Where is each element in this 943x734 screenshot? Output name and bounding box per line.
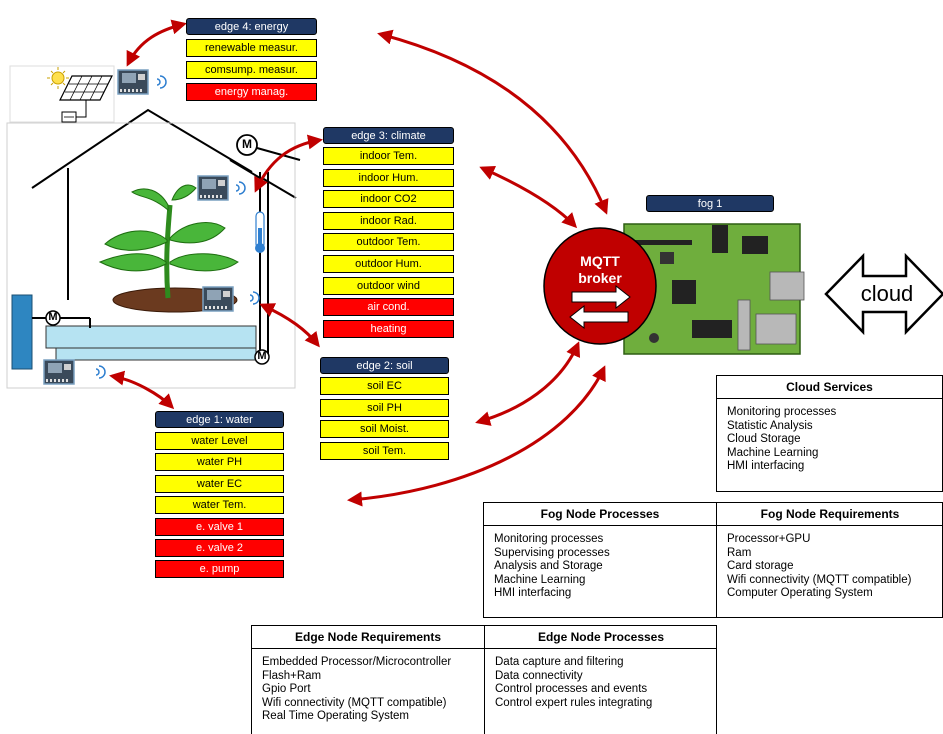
fog-requirements-header: Fog Node Requirements <box>717 503 943 526</box>
thermometer-icon <box>255 211 265 253</box>
edge4-item: renewable measur. <box>186 39 317 57</box>
broker-label-line2: broker <box>578 270 622 286</box>
table-row: Analysis and Storage <box>494 560 603 572</box>
edge3-item: outdoor Hum. <box>323 255 454 273</box>
edge4-item: energy manag. <box>186 83 317 101</box>
table-row: Wifi connectivity (MQTT compatible) <box>262 696 447 709</box>
table-row: Monitoring processes <box>727 406 837 418</box>
edge1-item: water EC <box>155 474 284 493</box>
motor-label-roof: M <box>242 137 252 151</box>
edge-node-table: Edge Node Requirements Embedded Processo… <box>251 625 717 734</box>
edge3-item: indoor Rad. <box>323 211 454 230</box>
table-row: Gpio Port <box>262 683 311 695</box>
table-row: Cloud Storage <box>727 433 801 445</box>
edge-requirements-header: Edge Node Requirements <box>252 626 484 649</box>
edge3-item: indoor Hum. <box>323 168 454 187</box>
edge3-header: edge 3: climate <box>323 127 454 144</box>
motor-label-tank: M <box>48 311 58 323</box>
table-row: Monitoring processes <box>494 533 604 545</box>
edge1-item: e. pump <box>155 560 284 579</box>
table-row: Processor+GPU <box>727 533 811 545</box>
broker-label-line1: MQTT <box>580 253 620 269</box>
edge1-item: water Level <box>155 432 284 450</box>
edge2-item: soil Moist. <box>320 420 449 438</box>
edge1-header: edge 1: water <box>155 411 284 428</box>
cloud-arrow-icon <box>824 252 943 336</box>
edge-table-divider <box>484 626 485 734</box>
edge2-header: edge 2: soil <box>320 357 449 374</box>
table-row: Data connectivity <box>495 669 583 682</box>
edge4-item: comsump. measur. <box>186 61 317 79</box>
edge3-item: outdoor Tem. <box>323 233 454 252</box>
table-row: Wifi connectivity (MQTT compatible) <box>727 573 912 586</box>
battery-icon <box>61 111 87 123</box>
edge3-item: air cond. <box>323 298 454 317</box>
table-row: Ram <box>727 546 752 559</box>
cloud-services-header: Cloud Services <box>717 376 942 399</box>
fog-processes-header: Fog Node Processes <box>484 503 716 526</box>
sun-icon <box>47 67 69 89</box>
cloud-label: cloud <box>860 281 914 306</box>
edge-processes-header: Edge Node Processes <box>485 626 717 649</box>
edge2-item: soil PH <box>320 398 449 417</box>
edge3-item: indoor CO2 <box>323 190 454 209</box>
edge3-item: heating <box>323 319 454 338</box>
table-row: Data capture and filtering <box>495 656 624 668</box>
table-row: HMI interfacing <box>494 587 572 599</box>
table-row: Machine Learning <box>494 573 586 586</box>
table-row: Flash+Ram <box>262 669 322 682</box>
table-row: Statistic Analysis <box>727 419 813 432</box>
table-row: Supervising processes <box>494 546 610 559</box>
edge2-item: soil EC <box>320 377 449 395</box>
solar-panel-icon <box>9 65 115 123</box>
edge1-item: water PH <box>155 453 284 472</box>
mqtt-broker-icon <box>543 227 657 345</box>
motor-label-pump: M <box>257 350 267 362</box>
table-row: Computer Operating System <box>727 587 873 599</box>
table-row: Real Time Operating System <box>262 710 410 722</box>
edge3-item: indoor Tem. <box>323 147 454 165</box>
edge3-item: outdoor wind <box>323 276 454 295</box>
edge1-item: e. valve 2 <box>155 539 284 557</box>
table-row: Control processes and events <box>495 683 648 695</box>
table-row: Machine Learning <box>727 446 819 459</box>
connection-arrows <box>109 19 609 507</box>
edge4-header: edge 4: energy <box>186 18 317 35</box>
table-row: Control expert rules integrating <box>495 696 653 709</box>
table-row: Card storage <box>727 560 794 572</box>
edge1-item: e. valve 1 <box>155 517 284 536</box>
water-tank-icon <box>11 294 270 370</box>
table-row: Embedded Processor/Microcontroller <box>262 656 452 668</box>
table-row: HMI interfacing <box>727 460 805 472</box>
edge2-item: soil Tem. <box>320 441 449 460</box>
edge1-item: water Tem. <box>155 496 284 515</box>
fog-header: fog 1 <box>646 195 774 212</box>
fog-table-divider <box>716 503 717 617</box>
